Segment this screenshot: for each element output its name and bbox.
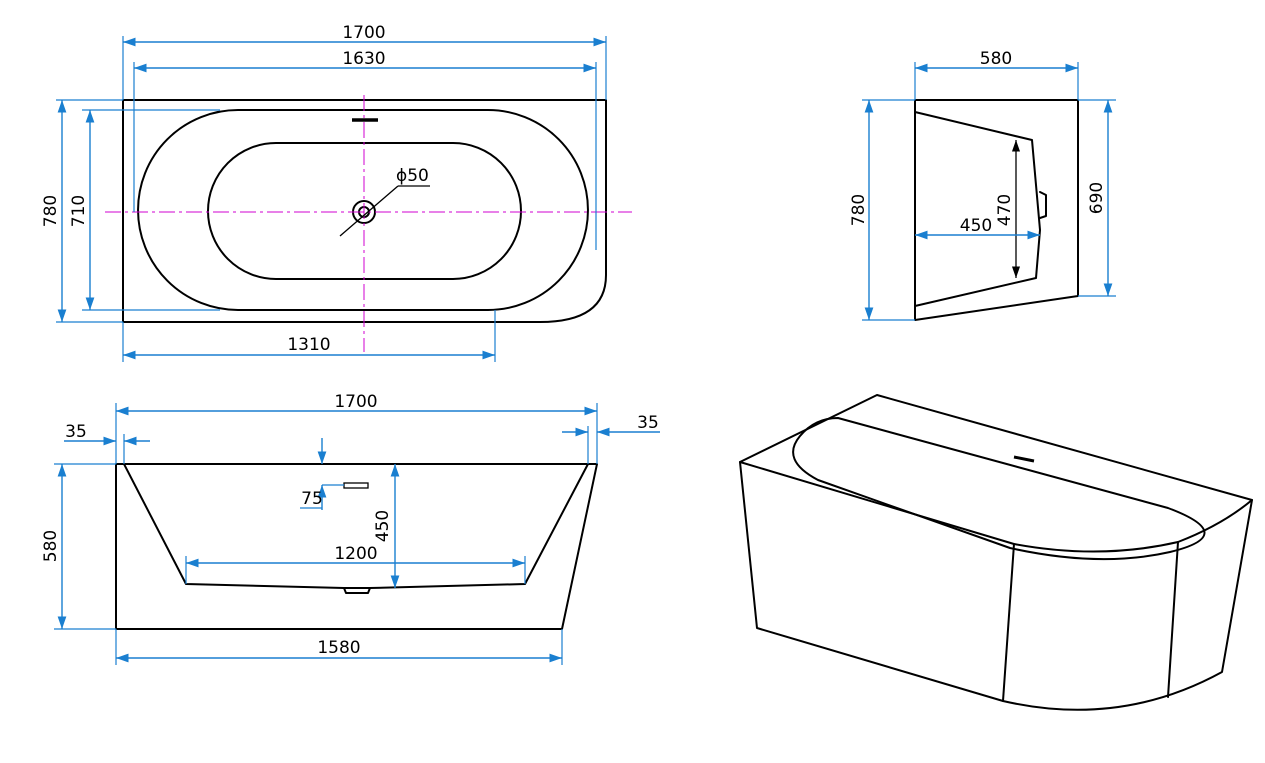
end-height-left-label: 780 (849, 194, 869, 226)
front-base-length-label: 1580 (317, 638, 360, 658)
drain-diameter-label: ϕ50 (396, 166, 429, 186)
front-overall-length-label: 1700 (334, 392, 377, 412)
overall-length-label: 1700 (342, 23, 385, 43)
iso-overflow (1013, 455, 1035, 463)
top-view-outline (122, 99, 607, 323)
isometric-view (739, 394, 1253, 711)
iso-rim (792, 417, 1206, 561)
overall-width-label: 780 (41, 195, 61, 227)
end-height-right-label: 690 (1087, 182, 1107, 214)
end-inner-height-label: 470 (995, 194, 1015, 226)
front-right-edge-label: 35 (637, 413, 659, 433)
front-overflow-offset-label: 75 (301, 489, 323, 509)
inner-length-label: 1630 (342, 49, 385, 69)
top-view: ϕ50 1700 1630 780 710 1310 (41, 23, 632, 362)
iso-front-face (739, 461, 1015, 702)
diameter-leader (339, 185, 399, 237)
end-depth-label: 580 (980, 49, 1012, 69)
top-view-rim (137, 109, 589, 311)
inner-width-label: 710 (69, 195, 89, 227)
end-view: 580 780 690 470 450 (849, 49, 1116, 321)
front-bottom-length-label: 1200 (334, 544, 377, 564)
front-view-overflow (343, 482, 369, 489)
front-view-drain (343, 587, 371, 594)
front-view: 1700 35 35 580 75 450 1200 158 (41, 392, 660, 665)
drain-offset-label: 1310 (287, 335, 330, 355)
front-overall-height-label: 580 (41, 530, 61, 562)
end-view-inner (914, 111, 1041, 307)
iso-top-outline (739, 394, 1253, 553)
front-inner-depth-label: 450 (373, 510, 393, 542)
front-view-inner (123, 463, 589, 589)
end-inner-depth-label: 450 (960, 216, 992, 236)
iso-panel-seam (1167, 541, 1179, 698)
iso-curved-side (1002, 499, 1253, 711)
end-view-overflow (1039, 191, 1047, 219)
front-left-edge-label: 35 (65, 422, 87, 442)
